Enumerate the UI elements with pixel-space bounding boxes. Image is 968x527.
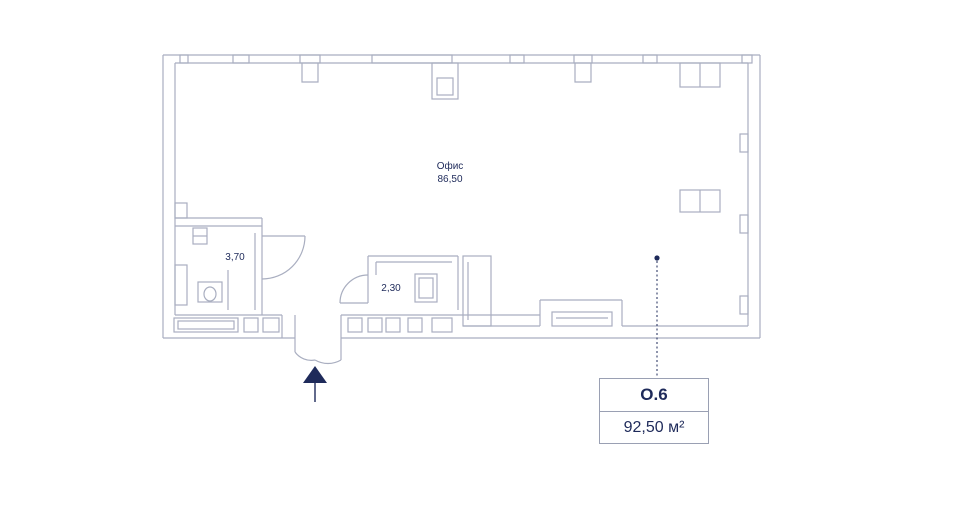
office-label: Офис 86,50 <box>410 160 490 186</box>
bathroom-area-label: 3,70 <box>225 252 245 263</box>
unit-marker-dot-icon <box>654 255 660 378</box>
unit-info-card: О.6 92,50 м² <box>599 378 709 444</box>
entrance-door <box>294 338 342 365</box>
top-windows <box>179 54 753 64</box>
bathroom-walls <box>174 202 306 315</box>
unit-code: О.6 <box>600 379 708 412</box>
unit-total-area: 92,50 м² <box>623 419 685 436</box>
storage-area-label: 2,30 <box>381 283 401 294</box>
bottom-left-radiators <box>173 317 280 333</box>
office-area: 86,50 <box>437 174 463 185</box>
bottom-right-radiators <box>347 311 613 333</box>
office-name: Офис <box>436 161 464 172</box>
outer-walls <box>162 54 761 339</box>
right-fixtures <box>679 133 749 315</box>
entrance-arrow-icon <box>303 366 327 402</box>
storage-walls <box>339 255 492 327</box>
top-fixtures <box>301 62 721 100</box>
